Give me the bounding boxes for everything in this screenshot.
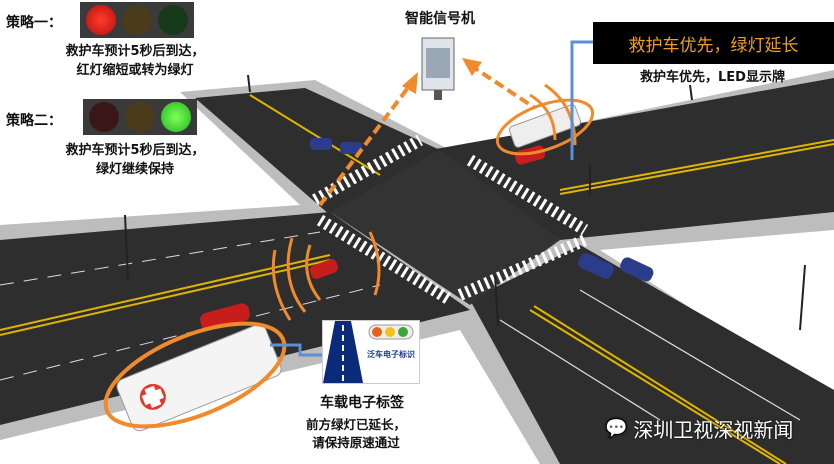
ambulance-icon [508,104,582,148]
led-sign-caption: 救护车优先，LED显示牌 [640,70,785,85]
red-lamp-icon [89,102,119,132]
traffic-light-red-active [80,2,194,38]
strategy-1-line-2: 红灯缩短或转为绿灯 [76,63,194,78]
signal-machine-icon [421,37,455,100]
car-icon [310,138,332,150]
car-icon [309,259,339,279]
car-icon [514,145,546,165]
message-line-1: 前方绿灯已延长， [305,417,406,432]
link-arrow [318,83,412,207]
traffic-light-green-active [83,99,197,135]
message-line-2: 请保持原速通过 [312,435,400,450]
card-text: 泛车电子标识 [367,350,415,359]
led-display-sign: 救护车优先，绿灯延长 [593,22,834,64]
green-lamp-icon [158,5,188,35]
car-icon [578,253,614,279]
signal-machine-label: 智能信号机 [405,11,475,27]
onboard-tag-message: 前方绿灯已延长， 请保持原速通过 [296,416,416,452]
wechat-icon: 💬 [605,418,628,439]
intersection-center [330,150,560,305]
watermark-text: 深圳卫视深视新闻 [633,418,794,442]
lamp-post-icon [124,74,806,331]
strategy-1-desc: 救护车预计5秒后到达， 红灯缩短或转为绿灯 [40,42,230,80]
strategy-2-line-2: 绿灯继续保持 [95,162,174,177]
yellow-lamp-icon [125,102,155,132]
onboard-tag-label: 车载电子标签 [320,395,404,411]
road-icon [323,321,414,383]
strategy-1-line-1: 救护车预计5秒后到达， [65,44,205,59]
strategy-2-label: 策略二： [6,113,62,129]
strategy-1-label: 策略一： [6,15,62,31]
road-nw [195,88,440,215]
onboard-tag-card: 泛车电子标识 [322,320,420,384]
strategy-2-line-1: 救护车预计5秒后到达， [65,143,205,158]
car-icon [620,257,654,282]
watermark: 💬 深圳卫视深视新闻 [605,414,793,443]
car-icon [340,142,362,154]
signal-wave-icon [271,83,577,321]
green-lamp-icon [161,102,191,132]
yellow-lamp-icon [122,5,152,35]
ambulance-icon [116,324,282,432]
red-lamp-icon [86,5,116,35]
strategy-2-desc: 救护车预计5秒后到达， 绿灯继续保持 [40,141,230,179]
car-icon [200,303,250,331]
road-se [470,245,834,464]
